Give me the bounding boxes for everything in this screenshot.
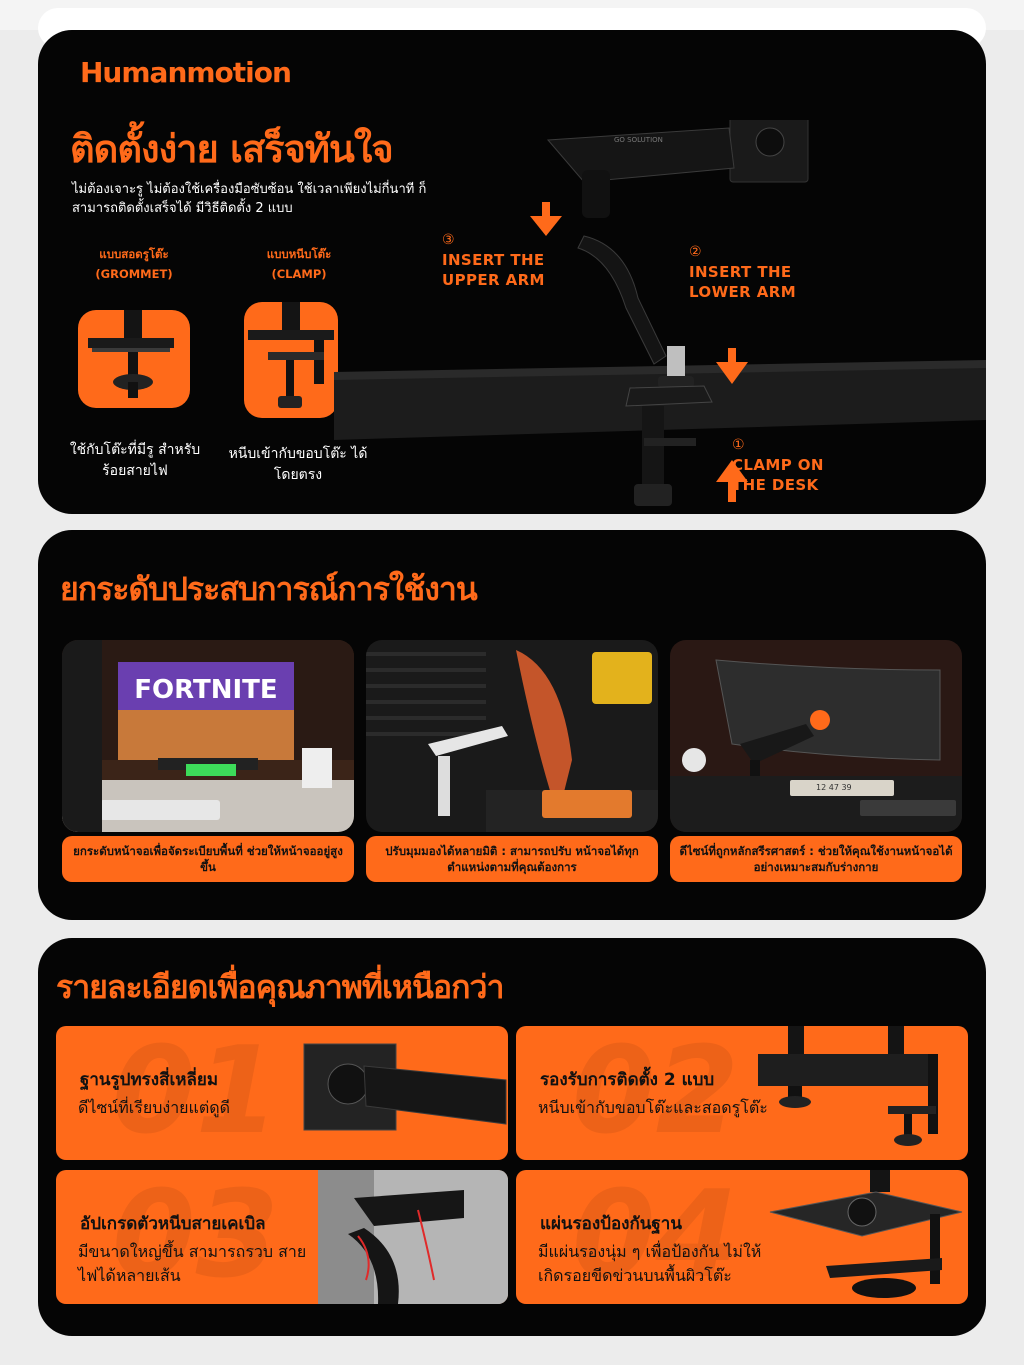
card-description: ดีไซน์ที่เรียบง่ายแต่ดูดี (78, 1098, 231, 1117)
card-number: 01 (112, 1026, 279, 1160)
details-panel: รายละเอียดเพื่อคุณภาพที่เหนือกว่า 01 ฐาน… (38, 938, 986, 1336)
photo-caption-2: ปรับมุมมองได้หลายมิติ : สามารถปรับ หน้าจ… (366, 836, 658, 882)
step-clamp-desk: ① CLAMP ON THE DESK (732, 437, 824, 494)
clamp-caption: หนีบเข้ากับขอบโต๊ะ ได้โดยตรง (228, 446, 368, 483)
photo-rotating-monitor (366, 640, 658, 832)
card-title: อัปเกรดตัวหนีบสายเคเบิล (80, 1214, 266, 1234)
experience-panel: ยกระดับประสบการณ์การใช้งาน FORTNITE ยกระ… (38, 530, 986, 920)
base-pad-image (769, 1170, 963, 1298)
down-arrow-icon (530, 202, 562, 236)
card-number: 04 (572, 1170, 739, 1304)
detail-card-cable-clip: 03 อัปเกรดตัวหนีบสายเคเบิล มีขนาดใหญ่ขึ้… (56, 1170, 508, 1304)
photo-gaming-setup: FORTNITE (62, 640, 354, 832)
card-number: 03 (112, 1170, 279, 1304)
grommet-caption: ใช้กับโต๊ะที่มีรู สำหรับร้อยสายไฟ (69, 442, 201, 479)
card-number: 02 (572, 1026, 739, 1160)
photo-caption-1: ยกระดับหน้าจอเพื่อจัดระเบียบพื้นที่ ช่วย… (62, 836, 354, 882)
down-arrow-icon (716, 348, 748, 384)
square-base-image (303, 1043, 507, 1131)
clamp-mount-image (244, 302, 338, 418)
up-arrow-icon (716, 460, 748, 502)
card-description: มีขนาดใหญ่ขึ้น สามารถรวบ สายไฟได้หลายเส้… (78, 1242, 307, 1285)
step-lower-arm: ② INSERT THE LOWER ARM (689, 244, 797, 301)
page-top (0, 0, 1024, 48)
experience-title: ยกระดับประสบการณ์การใช้งาน (60, 570, 478, 608)
details-title: รายละเอียดเพื่อคุณภาพที่เหนือกว่า (56, 968, 504, 1006)
photo-caption-3: ดีไซน์ที่ถูกหลักสรีรศาสตร์ : ช่วยให้คุณใ… (670, 836, 962, 882)
monitor-arm-illustration: GO SOLUTION (334, 120, 986, 506)
fortnite-screen-text: FORTNITE (134, 675, 277, 705)
step-upper-arm: ③ INSERT THE UPPER ARM (442, 232, 545, 289)
detail-card-square-base: 01 ฐานรูปทรงสี่เหลี่ยม ดีไซน์ที่เรียบง่า… (56, 1026, 508, 1160)
card-title: ฐานรูปทรงสี่เหลี่ยม (80, 1070, 219, 1090)
photo-ergonomic-desk: 12 47 39 (670, 640, 962, 832)
two-mounts-image (758, 1026, 938, 1146)
card-description: มีแผ่นรองนุ่ม ๆ เพื่อป้องกัน ไม่ให้เกิดร… (538, 1242, 762, 1285)
detail-card-base-pad: 04 แผ่นรองป้องกันฐาน มีแผ่นรองนุ่ม ๆ เพื… (516, 1170, 968, 1304)
grommet-mount-image (78, 310, 190, 408)
card-title: รองรับการติดตั้ง 2 แบบ (540, 1070, 715, 1090)
arm-brand-label: GO SOLUTION (614, 136, 663, 144)
install-panel: Humanmotion ติดตั้งง่าย เสร็จทันใจ ไม่ต้… (38, 30, 986, 514)
mount-type-clamp: แบบหนีบโต๊ะ (CLAMP) (266, 247, 332, 281)
install-description: ไม่ต้องเจาะรู ไม่ต้องใช้เครื่องมือซับซ้อ… (72, 182, 427, 216)
detail-card-two-mounts: 02 รองรับการติดตั้ง 2 แบบ หนีบเข้ากับขอบ… (516, 1026, 968, 1160)
cable-clip-image (318, 1170, 508, 1304)
brand-logo: Humanmotion (80, 56, 292, 89)
card-title: แผ่นรองป้องกันฐาน (540, 1214, 682, 1234)
card-description: หนีบเข้ากับขอบโต๊ะและสอดรูโต๊ะ (538, 1098, 768, 1117)
install-title: ติดตั้งง่าย เสร็จทันใจ (70, 127, 394, 171)
desk-clock-text: 12 47 39 (816, 783, 852, 792)
mount-type-grommet: แบบสอดรูโต๊ะ (GROMMET) (95, 247, 173, 281)
